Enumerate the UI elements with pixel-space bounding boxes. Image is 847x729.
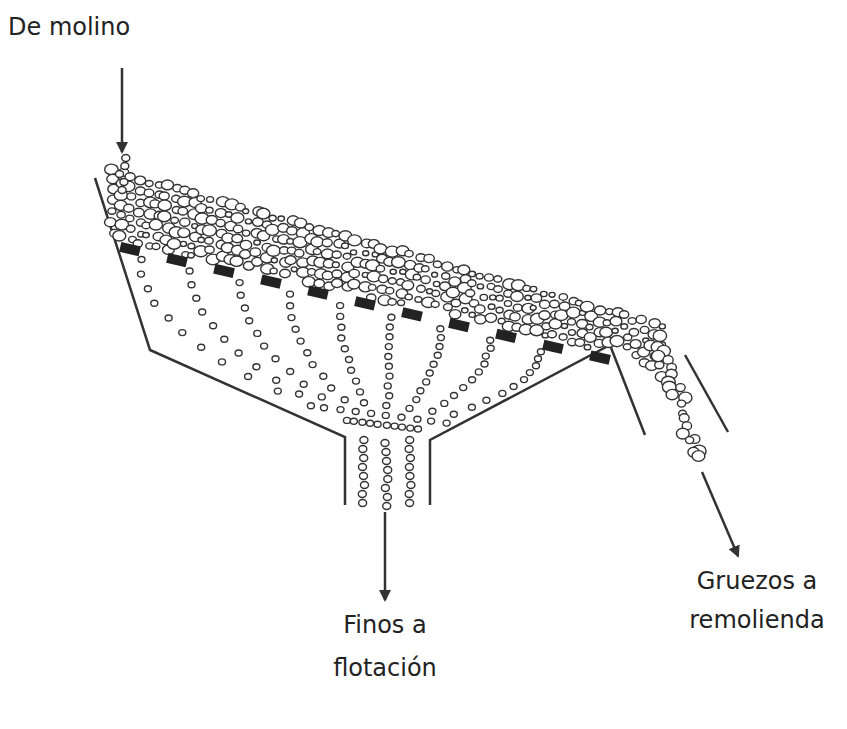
chute-wall <box>685 355 728 432</box>
fines-arrow <box>384 512 387 600</box>
feed-arrow <box>121 68 124 152</box>
screen-deck <box>119 242 611 365</box>
output-label: Gruezos a remolienda <box>689 562 824 640</box>
hopper-left-wall <box>95 178 345 505</box>
output-label: Finos a flotación <box>333 604 437 690</box>
hopper-right-wall <box>430 345 645 505</box>
particles <box>105 155 707 510</box>
coarse-arrow <box>702 472 738 556</box>
input-label: De molino <box>8 10 130 44</box>
